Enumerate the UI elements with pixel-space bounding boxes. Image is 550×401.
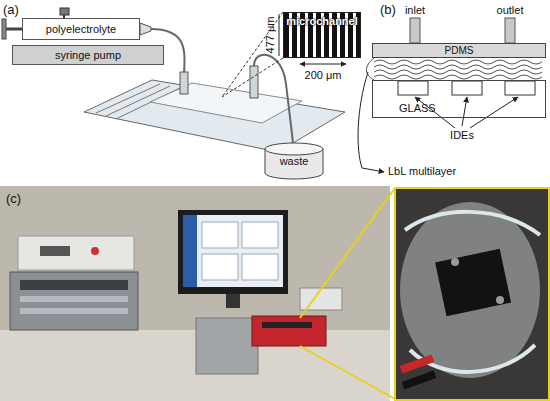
screen-plot — [202, 254, 238, 280]
screen-plot — [242, 254, 278, 280]
screen-sidebar — [183, 215, 197, 287]
ide-electrode — [398, 81, 428, 95]
electrode-lead — [96, 84, 160, 113]
ide-pointer — [470, 97, 518, 128]
monitor-frame — [178, 210, 288, 294]
red-clip — [400, 354, 435, 373]
analyzer-box — [10, 272, 138, 330]
photo-background — [0, 186, 390, 401]
monitor-stand — [226, 294, 240, 308]
inlet-port — [180, 72, 188, 94]
node-text: GLASS — [399, 102, 436, 114]
zoom-line — [300, 346, 395, 399]
analyzer-buttons — [20, 308, 128, 314]
plunger-head — [2, 19, 6, 39]
panel-label: (a) — [3, 3, 19, 16]
syringe-pump-photo — [252, 316, 326, 346]
lab-photo — [0, 186, 549, 401]
panel-label: (c) — [6, 192, 21, 205]
bench-device — [300, 288, 342, 310]
port-label: outlet — [497, 5, 524, 16]
pump-rail — [262, 322, 312, 328]
tubing — [405, 212, 540, 235]
cross-section — [358, 18, 542, 172]
part-label: IDEs — [450, 130, 474, 141]
microchannel-inset: microchannel — [283, 12, 361, 58]
width-arrow — [300, 64, 346, 65]
panel-label: (b) — [380, 3, 396, 16]
port-label: inlet — [405, 5, 425, 16]
node-text: polyelectrolyte — [46, 23, 116, 35]
syringe-tip — [140, 23, 151, 35]
screen-plot — [242, 222, 278, 248]
faraday-box — [196, 318, 258, 374]
syringe-body: polyelectrolyte — [22, 18, 140, 40]
dimension-label: 200 μm — [305, 70, 342, 81]
ide-pointer — [462, 97, 467, 126]
dimension-label: 477 μm — [265, 17, 276, 54]
zoom-line — [300, 188, 395, 318]
lbl-layer — [374, 75, 542, 79]
screw — [451, 258, 459, 266]
instrument-box — [18, 236, 134, 270]
cylinder-top — [265, 143, 323, 155]
node-text: waste — [280, 155, 309, 167]
inlet-tube — [410, 18, 420, 43]
plastic-holder — [400, 202, 540, 378]
zoom-bracket — [367, 58, 375, 80]
black-clip — [402, 370, 437, 389]
screen-plot — [202, 222, 238, 248]
instrument-led — [91, 247, 99, 255]
outlet-tube — [505, 18, 515, 43]
ide-electrode — [505, 81, 535, 95]
analyzer-buttons — [20, 296, 128, 302]
node-text: microchannel — [286, 15, 358, 27]
instrument-display — [40, 246, 70, 256]
part-label: LbL multilayer — [388, 166, 456, 177]
height-mark — [279, 14, 280, 56]
zoom-line — [222, 58, 283, 97]
inset-frame — [395, 188, 549, 400]
glass-slide — [84, 80, 345, 152]
chip-photo — [435, 249, 511, 317]
monitor-screen — [183, 215, 283, 287]
node-text: PDMS — [445, 45, 474, 56]
lbl-layer — [374, 60, 542, 64]
bench-surface — [0, 330, 390, 401]
ide-electrode — [452, 81, 482, 95]
outlet-port — [250, 66, 258, 98]
pdms-block — [150, 83, 302, 123]
screw — [496, 296, 504, 304]
outlet-tubing — [254, 55, 293, 144]
glass-substrate: GLASS — [372, 80, 546, 118]
pdms-layer: PDMS — [372, 43, 546, 58]
inset-photo — [395, 188, 549, 400]
node-text: syringe pump — [55, 49, 121, 61]
zoom-line — [222, 12, 283, 97]
pump-knob — [60, 8, 69, 15]
pump-base: syringe pump — [12, 45, 164, 65]
lbl-layer — [374, 65, 542, 69]
syringe-parts — [2, 8, 185, 74]
lbl-layer — [374, 70, 542, 74]
analyzer-panel — [20, 280, 128, 290]
waste-container: waste — [264, 142, 324, 180]
plunger-rod — [6, 28, 22, 31]
